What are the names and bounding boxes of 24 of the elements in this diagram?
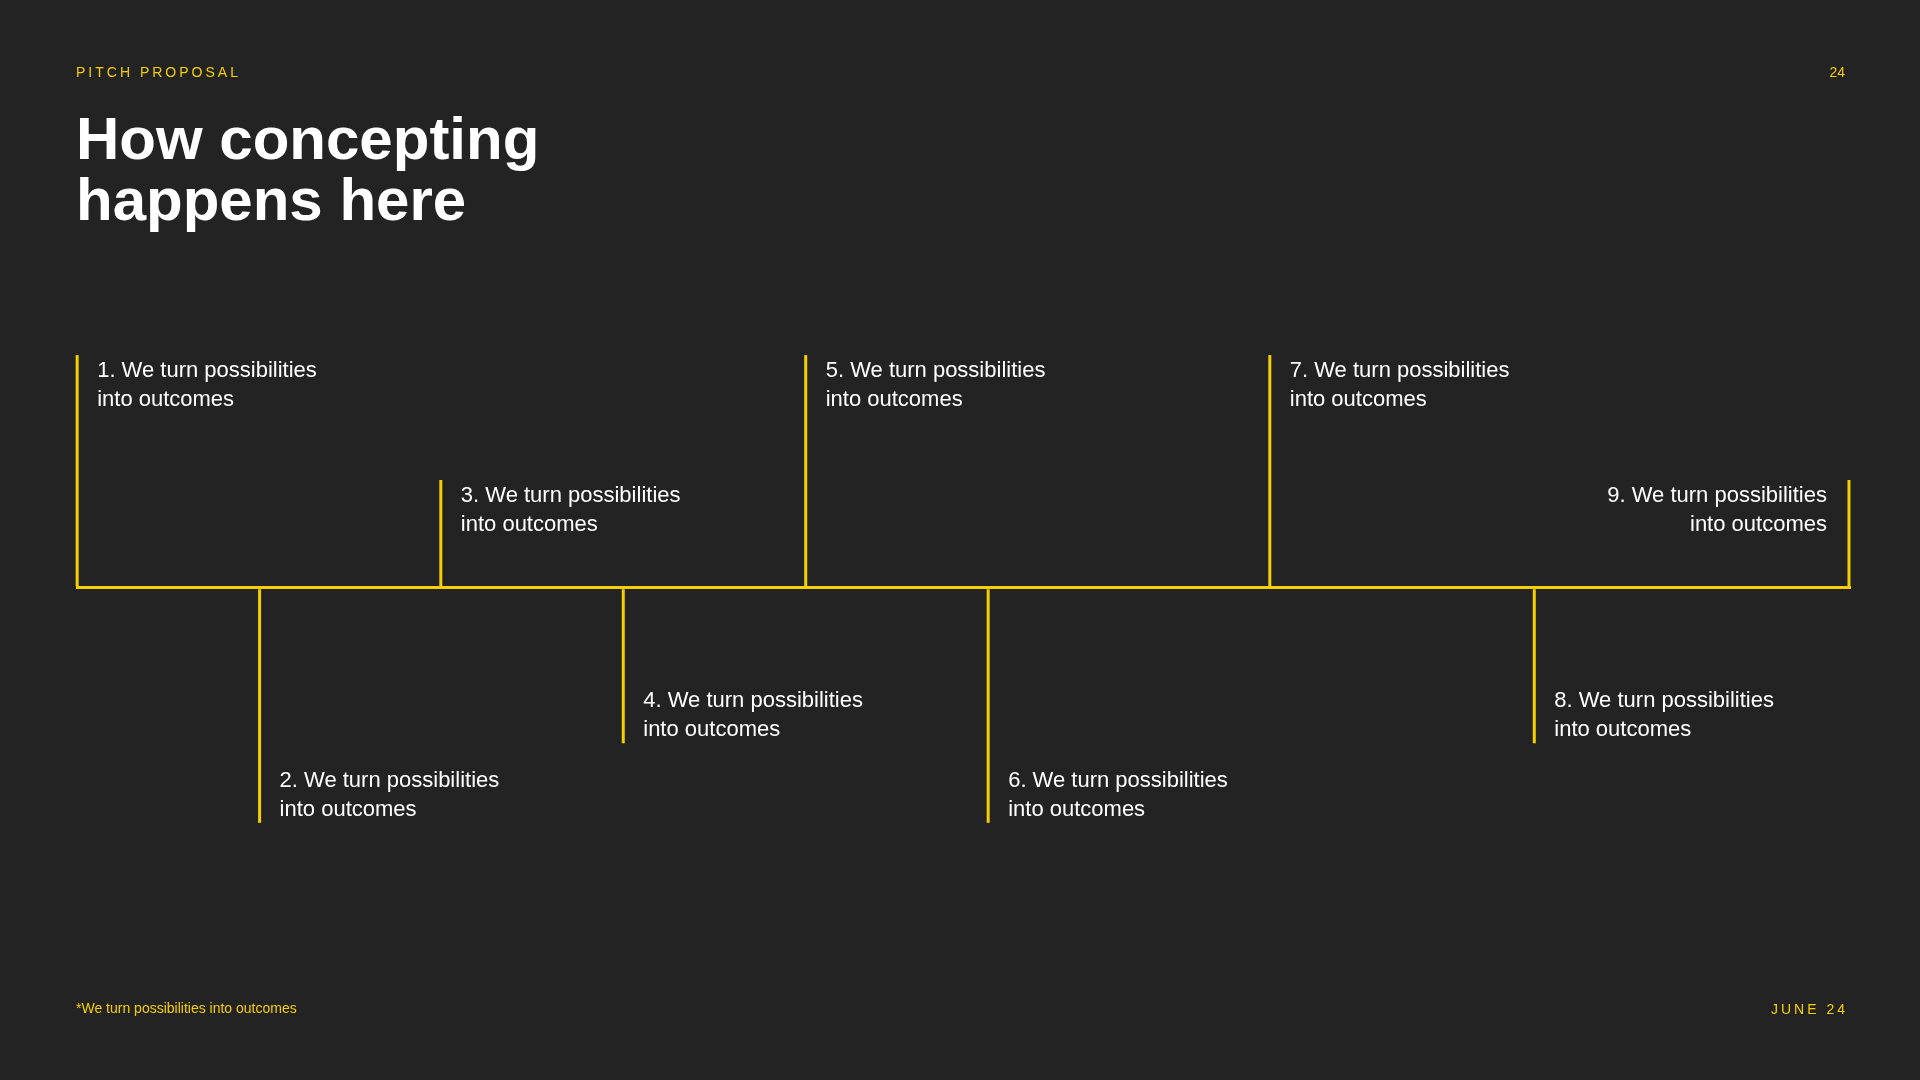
page-number: 24 <box>1829 64 1845 80</box>
slide-title: How concepting happens here <box>76 108 541 230</box>
date-label: JUNE 24 <box>1770 1001 1848 1017</box>
footnote: *We turn possibilities into outcomes <box>76 1000 297 1016</box>
tick-line <box>75 355 79 587</box>
timeline-item-text: 9. We turn possibilities into outcomes <box>1576 480 1827 538</box>
tick-line <box>621 589 625 744</box>
tick-line <box>1847 480 1851 587</box>
timeline-item-text: 7. We turn possibilities into outcomes <box>1289 355 1540 414</box>
tick-line <box>258 589 262 823</box>
tick-line <box>1532 589 1536 744</box>
timeline-item-text: 1. We turn possibilities into outcomes <box>97 355 348 414</box>
tick-line <box>986 589 990 823</box>
timeline-item-text: 3. We turn possibilities into outcomes <box>460 480 711 538</box>
timeline-item-text: 4. We turn possibilities into outcomes <box>643 685 894 744</box>
timeline-item-text: 2. We turn possibilities into outcomes <box>279 764 530 823</box>
header-label: PITCH PROPOSAL <box>76 64 241 80</box>
tick-line <box>439 480 443 587</box>
timeline-item-text: 6. We turn possibilities into outcomes <box>1008 764 1259 823</box>
timeline-item-text: 5. We turn possibilities into outcomes <box>825 355 1076 414</box>
tick-line <box>1268 355 1272 587</box>
timeline-bar <box>75 586 1851 590</box>
tick-line <box>804 355 808 587</box>
timeline-item-text: 8. We turn possibilities into outcomes <box>1554 685 1805 744</box>
